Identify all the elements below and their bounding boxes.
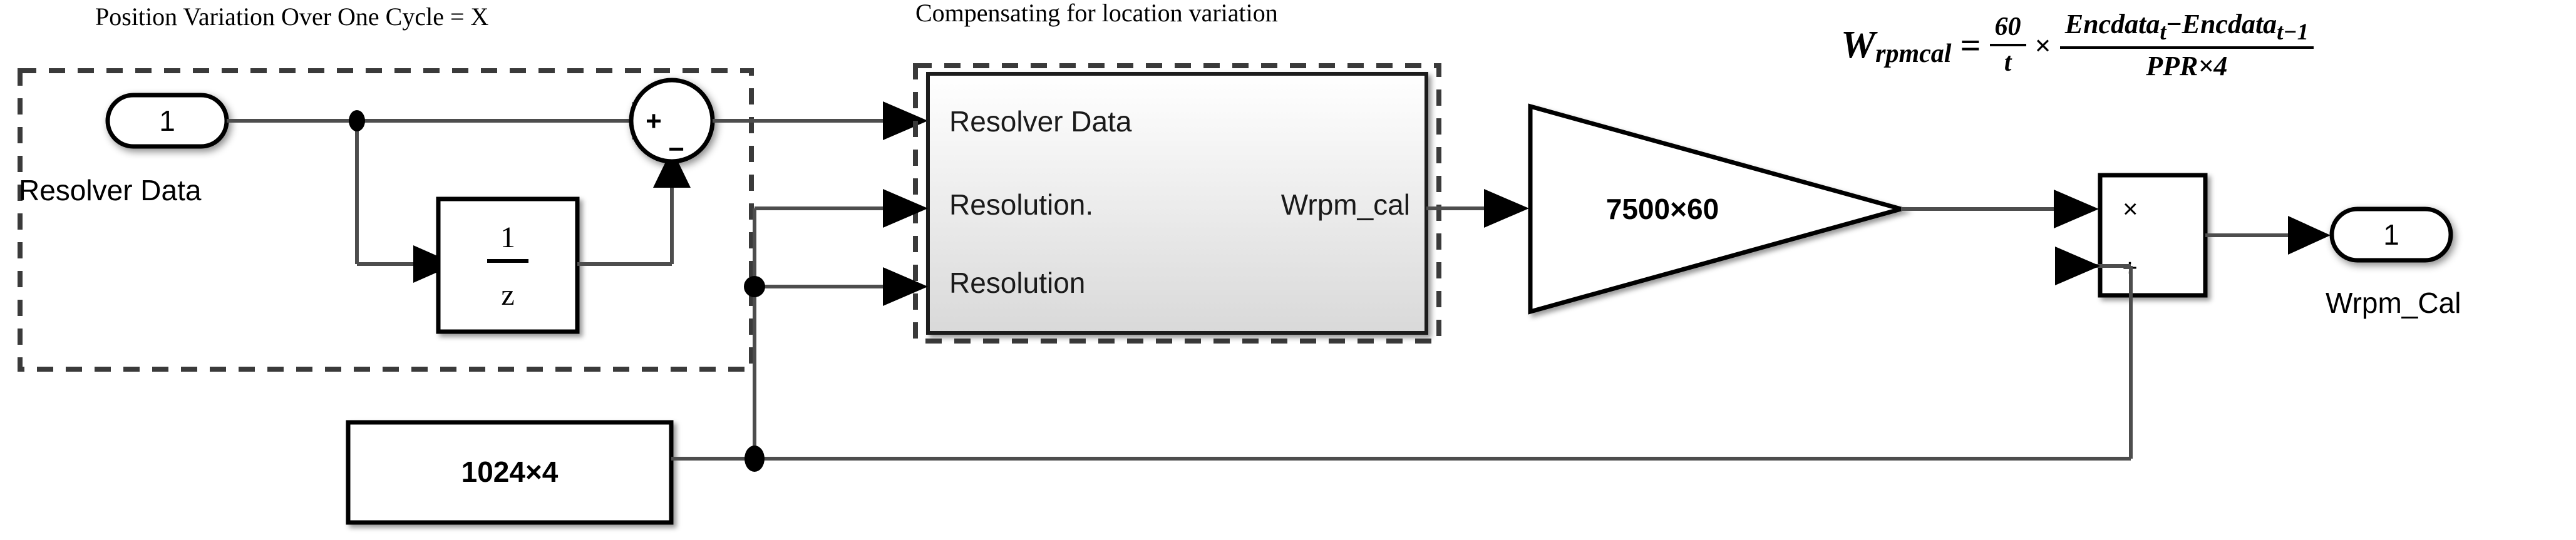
inport-number: 1: [159, 104, 175, 137]
formula-lhs-symbol: W: [1841, 23, 1876, 66]
unit-delay-block[interactable]: 1 z: [436, 196, 580, 334]
outport-number: 1: [2383, 218, 2399, 251]
arrowhead-subsystem-in3: [883, 267, 928, 306]
signal-branch-dot-resolution: [744, 276, 765, 297]
subsystem-shape: [926, 72, 1428, 335]
subsystem-input-label-2: Resolution.: [949, 188, 1093, 221]
formula-first-fraction-denominator: t: [2004, 48, 2012, 78]
formula-first-fraction-bar: [1989, 44, 2026, 47]
middle-group-dashed-boundary: [913, 63, 1441, 344]
unit-delay-denominator: z: [501, 278, 514, 312]
inport-caption: Resolver Data: [19, 174, 202, 206]
gain-block[interactable]: 7500×60: [1528, 103, 1910, 315]
constant-block-label: 1024×4: [461, 456, 559, 488]
gain-block-label: 7500×60: [1606, 193, 1719, 225]
formula-second-fraction: Encdatat−Encdatat−1 PPR×4: [2059, 9, 2314, 81]
formula-numerator-minus: −: [2166, 9, 2182, 39]
constant-block[interactable]: 1024×4: [346, 420, 674, 525]
formula-second-fraction-denominator: PPR×4: [2146, 50, 2228, 81]
formula-lhs-subscript: rpmcal: [1875, 39, 1952, 69]
subsystem-input-label-3: Resolution: [949, 267, 1085, 299]
outport-wrpm-cal[interactable]: 1: [2329, 206, 2453, 263]
arrowhead-gain-input: [1484, 189, 1529, 228]
arrowhead-subsystem-in2: [883, 189, 928, 228]
formula-numerator-term-b-subscript: t−1: [2277, 18, 2309, 44]
constant-block-shape: [346, 420, 674, 525]
product-divide-block[interactable]: × ÷: [2098, 173, 2208, 298]
signal-branch-dot-inport: [349, 110, 365, 131]
formula-times-operator: ×: [2034, 29, 2051, 61]
arrowhead-outport-input: [2288, 216, 2331, 255]
sum-minus-sign: −: [668, 134, 684, 165]
subsystem-block[interactable]: Resolver Data Resolution. Resolution Wrp…: [926, 72, 1428, 335]
left-group-title: Position Variation Over One Cycle = X: [95, 3, 489, 31]
outport-caption: Wrpm_Cal: [2326, 287, 2461, 319]
product-divide-shape: [2098, 173, 2208, 298]
formula-equals: =: [1960, 24, 1981, 66]
sum-block[interactable]: + −: [629, 78, 715, 165]
inport-resolver-data[interactable]: 1: [105, 93, 229, 149]
left-group-dashed-boundary: [18, 68, 754, 372]
subsystem-input-label-1: Resolver Data: [949, 105, 1132, 138]
unit-delay-numerator: 1: [500, 221, 515, 254]
formula-numerator-term-a: Encdata: [2064, 9, 2160, 39]
subsystem-output-label: Wrpm_cal: [1281, 188, 1410, 221]
middle-group-title: Compensating for location variation: [915, 0, 1278, 27]
gain-block-shape: [1528, 103, 1910, 315]
product-multiply-symbol: ×: [2123, 194, 2138, 223]
signal-branch-dot-constant: [744, 446, 765, 472]
arrowhead-sum-minus-input: [653, 149, 691, 188]
formula-numerator-term-b: Encdata: [2182, 9, 2277, 39]
formula-first-fraction-numerator: 60: [1994, 13, 2021, 42]
formula-first-fraction: 60 t: [1989, 13, 2026, 78]
outport-shape: [2329, 206, 2453, 263]
formula-second-fraction-numerator: Encdatat−Encdatat−1: [2060, 9, 2314, 44]
unit-delay-shape: [436, 196, 580, 334]
formula-second-fraction-bar: [2059, 46, 2314, 49]
sum-plus-sign: +: [646, 106, 662, 136]
arrowhead-product-divide-input: [2055, 247, 2100, 285]
formula-numerator-term-a-subscript: t: [2160, 18, 2166, 44]
arrowhead-subsystem-in1: [883, 101, 928, 140]
arrowhead-product-multiply-input: [2054, 190, 2099, 228]
arrowhead-delay-input: [413, 245, 456, 283]
